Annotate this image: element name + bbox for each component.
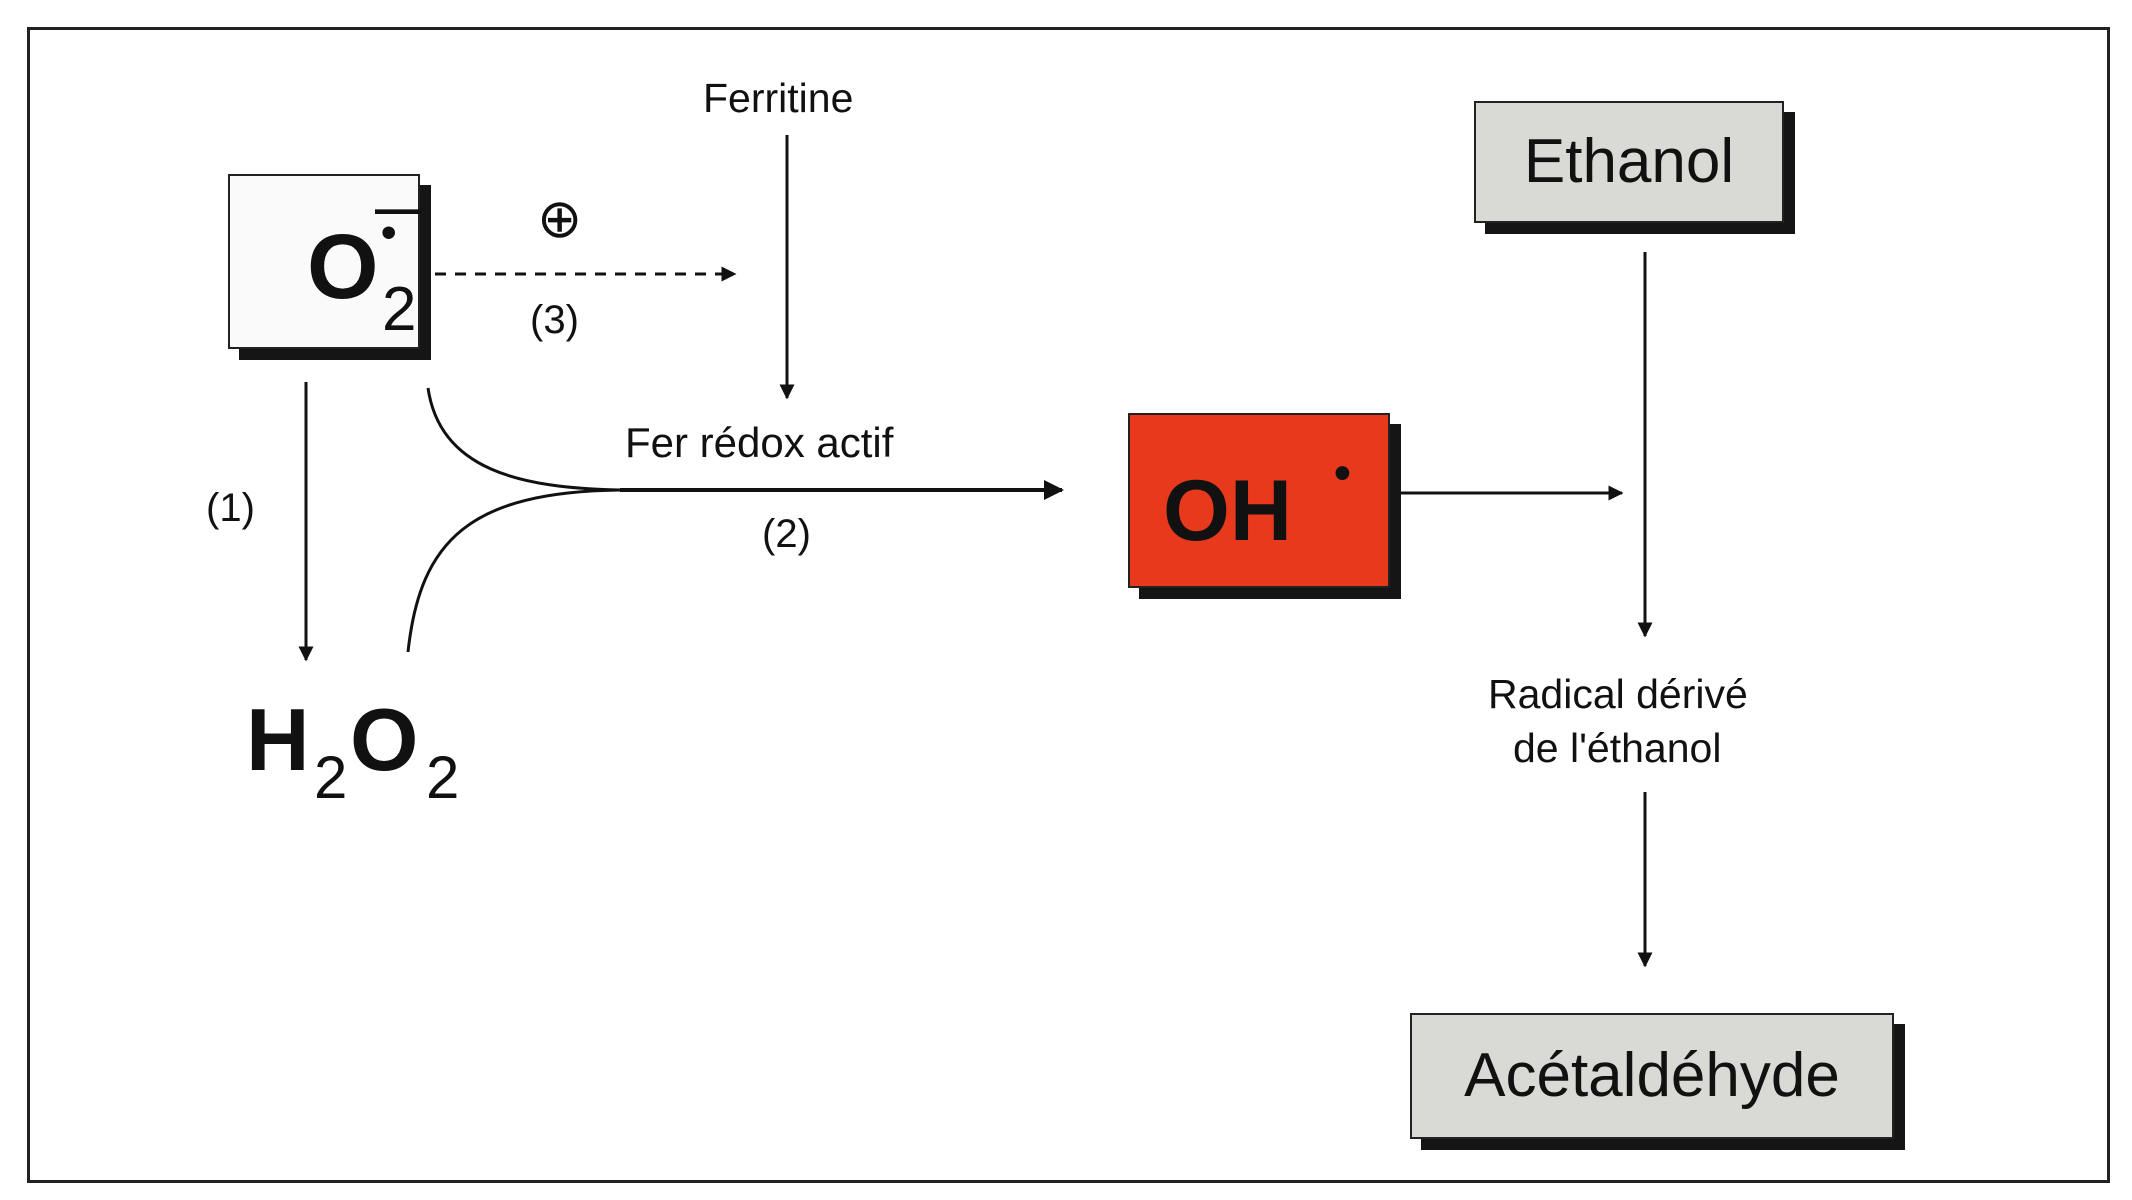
radical-label-line-1: Radical dérivé [1488,671,1748,717]
step-2-label: (2) [762,512,811,556]
hydroxyl-text: OH [1163,462,1292,559]
acetaldehyde-label: Acétaldéhyde [1464,1041,1840,1110]
hydroxyl-radical-box: OH • [1128,413,1390,588]
superoxide-minus-bar: — [375,181,421,234]
curve-superoxide-branch [426,387,621,492]
step-1-label: (1) [206,486,255,530]
acetaldehyde-box: Acétaldéhyde [1410,1013,1894,1139]
superoxide-o: O [307,215,379,318]
hydroxyl-radical-dot: • [1334,446,1351,500]
superoxide-radical-dot: • [381,207,397,257]
step-3-label: (3) [530,298,579,342]
curve-h2o2-branch [406,488,621,653]
superoxide-subscript: 2 [382,274,417,344]
h2o2-h: H [246,690,310,789]
stimulation-symbol: ⊕ [537,189,583,249]
h2o2-subscript-1: 2 [314,744,348,811]
ethanol-box: Ethanol [1474,101,1784,223]
hydroxyl-formula: OH • [1159,446,1359,556]
fer-redox-label: Fer rédox actif [625,419,894,466]
superoxide-box: O • — 2 [228,174,421,349]
h2o2-o: O [350,690,419,789]
h2o2-subscript-2: 2 [426,744,460,811]
h2o2-formula: H 2 O 2 [246,696,486,826]
superoxide-formula: O • — 2 [249,185,421,341]
ferritine-label: Ferritine [703,75,854,121]
radical-label-line-2: de l'éthanol [1513,725,1722,771]
ethanol-label: Ethanol [1523,127,1735,196]
